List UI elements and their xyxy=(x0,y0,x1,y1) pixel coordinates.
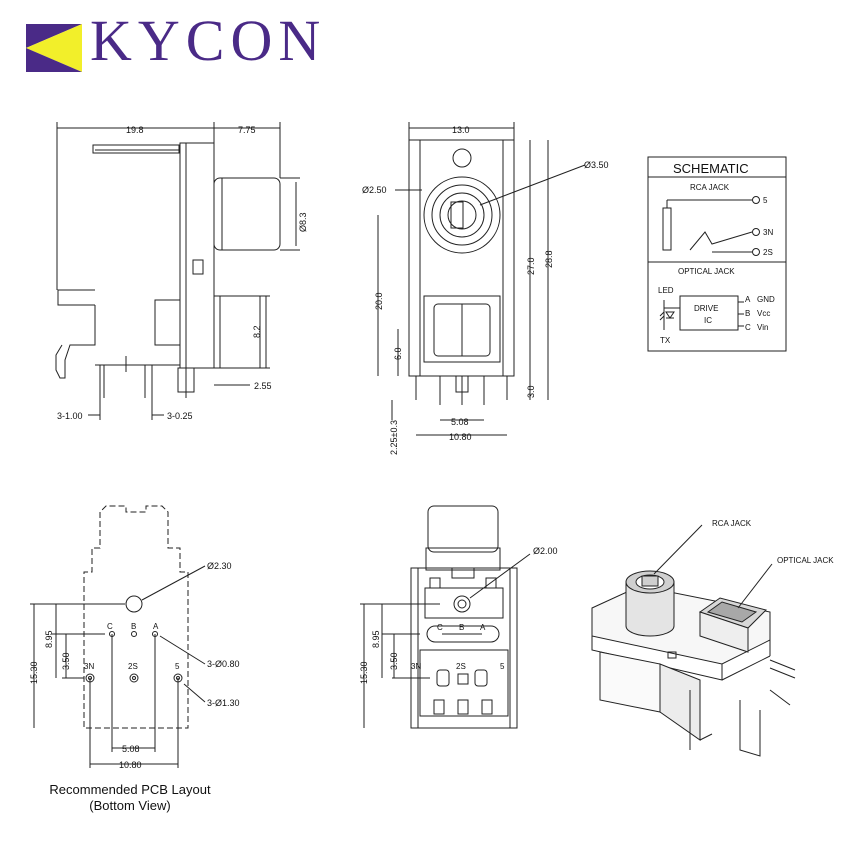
pcb-pin-3n: 3N xyxy=(84,662,94,671)
dim-d8-3: Ø8.3 xyxy=(298,212,308,232)
pcb-dim-3-50: 3.50 xyxy=(61,652,71,670)
dim-3-0-25: 3-0.25 xyxy=(167,411,193,421)
pcb-pin-5: 5 xyxy=(175,662,180,671)
pcb-pin-b: B xyxy=(131,622,136,631)
pin-name-gnd: GND xyxy=(757,295,775,304)
rca-pin-3n: 3N xyxy=(763,228,773,237)
drive-ic-line2: IC xyxy=(704,316,712,325)
bv-dim-d2-00: Ø2.00 xyxy=(533,546,558,556)
pcb-pin-c: C xyxy=(107,622,113,631)
dim-d3-50: Ø3.50 xyxy=(584,160,609,170)
pin-letter-c: C xyxy=(745,323,751,332)
pcb-dim-10-80: 10.80 xyxy=(119,760,142,770)
pcb-dim-5-08: 5.08 xyxy=(122,744,140,754)
bv-pin-5: 5 xyxy=(500,662,505,671)
side-view xyxy=(55,122,300,420)
pcb-pin-a: A xyxy=(153,622,159,631)
dim-3-1-00: 3-1.00 xyxy=(57,411,83,421)
dim-27-0: 27.0 xyxy=(526,257,536,275)
dim-20-0: 20.0 xyxy=(374,292,384,310)
rca-pin-5: 5 xyxy=(763,196,768,205)
dim-13-0: 13.0 xyxy=(452,125,470,135)
dim-19-8: 19.8 xyxy=(126,125,144,135)
schematic-box xyxy=(647,156,787,352)
schematic-rca-label: RCA JACK xyxy=(690,183,730,192)
bottom-view xyxy=(360,505,531,729)
bv-dim-8-95: 8.95 xyxy=(371,630,381,648)
pcb-pin-2s: 2S xyxy=(128,662,138,671)
kycon-logo-mark xyxy=(26,24,82,72)
dim-5-08: 5.08 xyxy=(451,417,469,427)
dim-6-0: 6.0 xyxy=(393,347,403,360)
dim-28-8: 28.8 xyxy=(544,250,554,268)
schematic-optical-label: OPTICAL JACK xyxy=(678,267,735,276)
dim-d2-50: Ø2.50 xyxy=(362,185,387,195)
brand-logo-text: KYCON xyxy=(90,8,327,73)
bv-pin-b: B xyxy=(459,623,464,632)
dim-10-80: 10.80 xyxy=(449,432,472,442)
dim-2-55: 2.55 xyxy=(254,381,272,391)
bv-pin-3n: 3N xyxy=(411,662,421,671)
schematic-title: SCHEMATIC xyxy=(673,161,749,176)
pcb-holes xyxy=(30,565,206,768)
pin-letter-a: A xyxy=(745,295,751,304)
iso-label-optical: OPTICAL JACK xyxy=(777,556,834,565)
bv-pin-c: C xyxy=(437,623,443,632)
pin-name-vcc: Vcc xyxy=(757,309,770,318)
pcb-dim-3-d1-30: 3-Ø1.30 xyxy=(207,698,240,708)
bv-dim-15-30: 15.30 xyxy=(359,661,369,684)
pin-name-vin: Vin xyxy=(757,323,768,332)
pcb-dim-d2-30: Ø2.30 xyxy=(207,561,232,571)
front-view xyxy=(377,122,586,436)
bv-dim-3-50: 3.50 xyxy=(389,652,399,670)
pcb-caption-line1: Recommended PCB Layout xyxy=(49,782,211,797)
schematic-led-label: LED xyxy=(658,286,674,295)
pcb-dim-3-d0-80: 3-Ø0.80 xyxy=(207,659,240,669)
iso-label-rca: RCA JACK xyxy=(712,519,752,528)
bv-pin-2s: 2S xyxy=(456,662,466,671)
dim-3-0: 3.0 xyxy=(526,385,536,398)
dim-8-2: 8.2 xyxy=(252,325,262,338)
schematic-tx-label: TX xyxy=(660,336,671,345)
dim-2-25: 2.25±0.3 xyxy=(389,420,399,455)
dim-7-75: 7.75 xyxy=(238,125,256,135)
drive-ic-line1: DRIVE xyxy=(694,304,718,313)
rca-pin-2s: 2S xyxy=(763,248,773,257)
iso-view xyxy=(591,524,796,757)
bv-pin-a: A xyxy=(480,623,486,632)
pcb-caption-line2: (Bottom View) xyxy=(89,798,171,813)
pcb-dim-15-30: 15.30 xyxy=(29,661,39,684)
pcb-dim-8-95: 8.95 xyxy=(44,630,54,648)
pin-letter-b: B xyxy=(745,309,750,318)
pcb-layout xyxy=(83,505,189,729)
